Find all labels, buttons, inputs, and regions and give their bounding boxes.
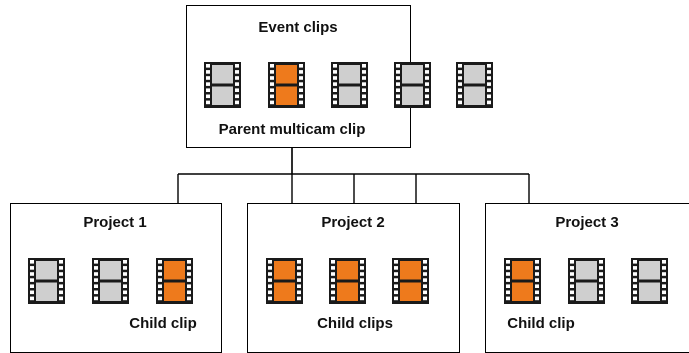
film-strip-icon (394, 62, 431, 108)
film-strip-icon (456, 62, 493, 108)
project-1-child-label: Child clip (129, 315, 197, 332)
film-strip-icon (156, 258, 193, 304)
film-strip-icon (331, 62, 368, 108)
multicam-diagram: Event clips Parent multicam clip Project… (10, 5, 689, 353)
project-1-title: Project 1 (83, 214, 147, 231)
film-strip-icon (568, 258, 605, 304)
film-strip-icon (631, 258, 668, 304)
film-strip-icon (392, 258, 429, 304)
film-strip-icon (329, 258, 366, 304)
project-2-title: Project 2 (321, 214, 385, 231)
project-3-child-label: Child clip (507, 315, 575, 332)
parent-multicam-label: Parent multicam clip (218, 121, 366, 138)
film-strip-icon (92, 258, 129, 304)
film-strip-icon (28, 258, 65, 304)
project-2-child-label: Child clips (317, 315, 393, 332)
film-strip-icon (266, 258, 303, 304)
project-3-title: Project 3 (555, 214, 619, 231)
event-clips-title: Event clips (258, 19, 338, 36)
film-strip-icon (204, 62, 241, 108)
film-strip-icon (268, 62, 305, 108)
film-strip-icon (504, 258, 541, 304)
